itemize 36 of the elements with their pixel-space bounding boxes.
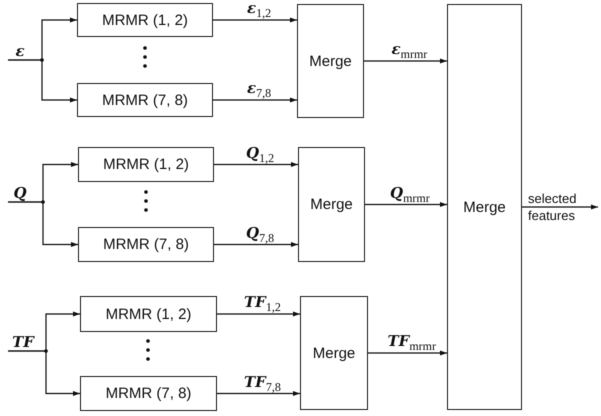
edge-label: ε$_{1,2}$	[247, 1, 272, 19]
edge-label: TF$_{1,2}$	[244, 295, 281, 313]
arrow	[213, 17, 297, 23]
edge-label: Q$_{7,8}$	[246, 226, 274, 244]
arrow	[213, 97, 297, 103]
arrow	[214, 162, 298, 168]
arrow	[365, 202, 447, 208]
arrow	[8, 59, 77, 103]
process-box: MRMR (7, 8)	[77, 83, 213, 117]
edge-label: TF$_{mrmr}$	[388, 334, 436, 352]
edge-label: TF$_{7,8}$	[244, 374, 281, 392]
arrow	[214, 242, 298, 248]
arrow	[217, 311, 300, 317]
edge-label: Q$_{mrmr}$	[390, 186, 430, 204]
arrow	[522, 204, 598, 210]
edge-label: ε$_{mrmr}$	[392, 42, 428, 60]
edge-label: selected features	[528, 190, 578, 224]
process-box: Merge	[298, 147, 365, 262]
process-box: Merge	[297, 4, 364, 118]
arrow	[368, 350, 447, 356]
arrow	[217, 390, 300, 396]
variable-symbol: TF	[12, 333, 34, 351]
variable-symbol: ε	[15, 42, 25, 60]
process-box: MRMR (1, 2)	[78, 147, 214, 182]
arrow	[8, 201, 78, 248]
process-box: Merge	[447, 4, 522, 410]
edge-label: ε$_{7,8}$	[247, 81, 272, 99]
arrow	[364, 58, 447, 64]
process-box: MRMR (1, 2)	[80, 296, 217, 332]
process-box: MRMR (1, 2)	[77, 3, 213, 37]
arrow	[8, 350, 80, 396]
edge-label: Q$_{1,2}$	[246, 146, 274, 164]
process-box: MRMR (7, 8)	[78, 227, 214, 262]
process-box: Merge	[300, 296, 368, 410]
variable-symbol: Q	[13, 184, 27, 202]
process-box: MRMR (7, 8)	[80, 376, 217, 411]
